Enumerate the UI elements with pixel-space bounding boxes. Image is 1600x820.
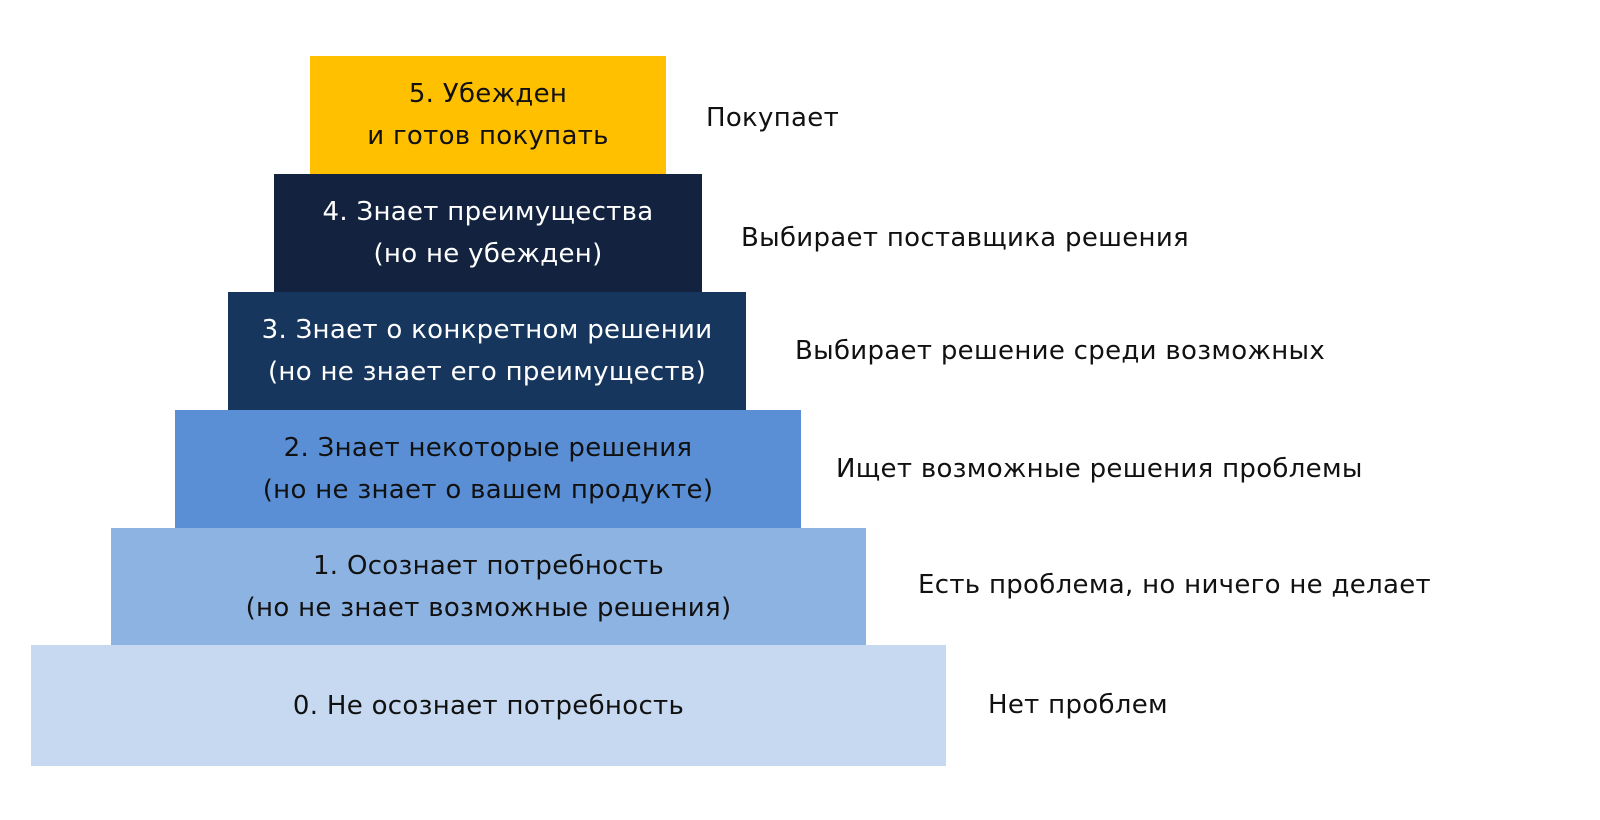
level-5-action: Покупает	[706, 103, 840, 133]
level-title: 1. Осознает потребность	[312, 550, 665, 581]
level-subtitle: (но не знает о вашем продукте)	[262, 475, 714, 505]
level-title: 2. Знает некоторые решения	[283, 433, 693, 463]
level-subtitle: и готов покупать	[367, 121, 609, 151]
pyramid-level-0: 0. Не осознает потребность	[31, 645, 946, 766]
level-0-action: Нет проблем	[988, 690, 1168, 720]
level-subtitle: (но не знает его преимуществ)	[267, 357, 707, 387]
level-2-action: Ищет возможные решения проблемы	[836, 454, 1363, 484]
level-title: 0. Не осознает потребность	[292, 690, 685, 721]
pyramid-level-4: 4. Знает преимущества (но не убежден)	[274, 174, 702, 292]
level-4-action: Выбирает поставщика решения	[741, 223, 1189, 253]
pyramid-level-1: 1. Осознает потребность (но не знает воз…	[111, 528, 866, 645]
pyramid-level-3: 3. Знает о конкретном решении (но не зна…	[228, 292, 746, 410]
level-title: 5. Убежден	[408, 79, 568, 109]
level-title: 3. Знает о конкретном решении	[261, 315, 713, 345]
level-1-action: Есть проблема, но ничего не делает	[918, 570, 1431, 600]
level-title: 4. Знает преимущества	[322, 197, 654, 227]
level-subtitle: (но не убежден)	[373, 239, 603, 269]
pyramid-level-5: 5. Убежден и готов покупать	[310, 56, 666, 174]
level-subtitle: (но не знает возможные решения)	[245, 592, 732, 623]
pyramid-level-2: 2. Знает некоторые решения (но не знает …	[175, 410, 801, 528]
level-3-action: Выбирает решение среди возможных	[795, 336, 1326, 366]
